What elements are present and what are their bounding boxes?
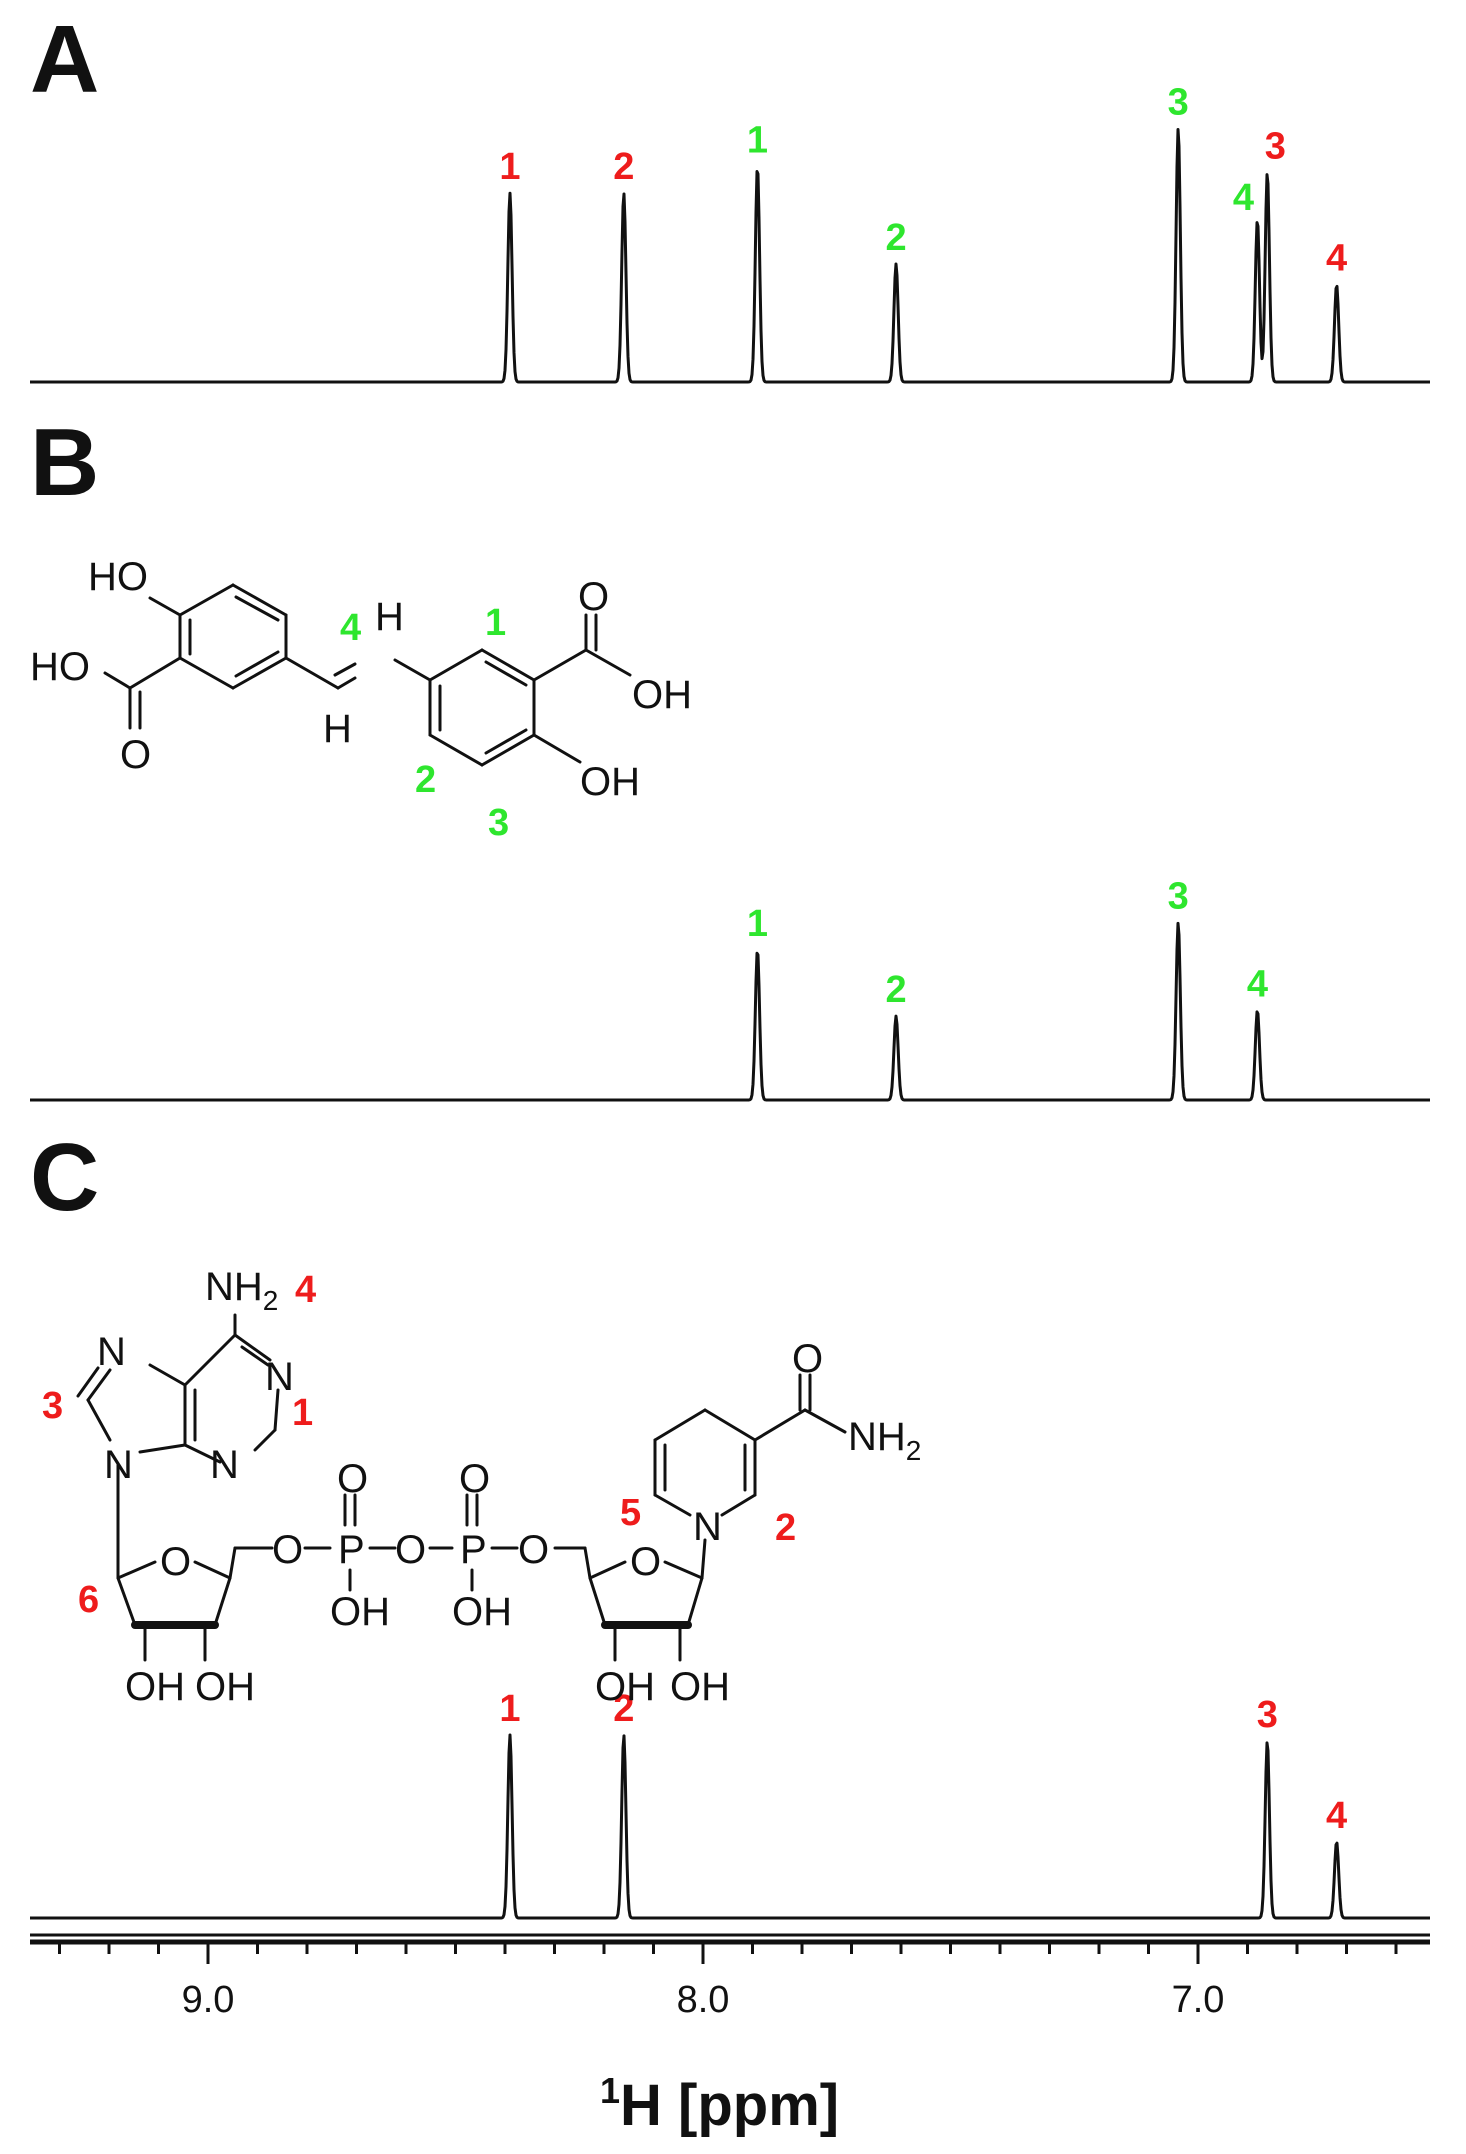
- atom-n-pyridine: N: [693, 1505, 722, 1549]
- atom-oh-p1: OH: [330, 1590, 390, 1634]
- struct-c-label-6: 6: [78, 1579, 99, 1621]
- atom-ho-left: HO: [30, 645, 90, 689]
- atom-oh-p2: OH: [452, 1590, 512, 1634]
- structure-c: NH2 N N N N O P O O O P O O OH OH O OH O…: [42, 1265, 921, 1709]
- struct-c-label-3: 3: [42, 1385, 63, 1427]
- atom-o-bridge2: O: [395, 1528, 426, 1572]
- atom-n3: N: [210, 1443, 239, 1487]
- atom-oh-right-2: OH: [595, 1665, 655, 1709]
- atom-ho-top: HO: [88, 555, 148, 599]
- peak-label-a-green-1: 1: [747, 120, 768, 162]
- peak-label-a-green-2: 2: [885, 217, 906, 259]
- peak-label-c-red-1: 1: [499, 1688, 520, 1730]
- peak-label-b-green-1: 1: [747, 903, 768, 945]
- x-axis: 9.08.07.06.0: [30, 1933, 1430, 2021]
- panel-letter-a: A: [30, 6, 99, 113]
- atom-n7: N: [97, 1330, 126, 1374]
- atom-o-p2: O: [459, 1457, 490, 1501]
- atom-nh2-adenine: NH2: [205, 1265, 278, 1316]
- peak-label-b-green-4: 4: [1247, 963, 1268, 1005]
- atom-o-bridge1: O: [272, 1528, 303, 1572]
- spectrum-trace-b: [29, 921, 1431, 1102]
- atom-oh-right: OH: [632, 673, 692, 717]
- atom-o-left: O: [120, 733, 151, 777]
- atom-o-ribose-right: O: [630, 1540, 661, 1584]
- spectrum-trace-a: [29, 127, 1431, 384]
- atom-p2: P: [460, 1528, 487, 1572]
- atom-oh-left-2: OH: [125, 1665, 185, 1709]
- struct-c-label-2: 2: [775, 1507, 796, 1549]
- atom-h-vinyl-top: H: [375, 595, 404, 639]
- atom-oh-bottom: OH: [580, 760, 640, 804]
- struct-c-label-1: 1: [292, 1392, 313, 1434]
- struct-b-label-2: 2: [415, 759, 436, 801]
- atom-n1: N: [265, 1355, 294, 1399]
- struct-c-label-5: 5: [620, 1492, 641, 1534]
- atom-o-amide: O: [792, 1337, 823, 1381]
- peak-label-c-red-2: 2: [613, 1688, 634, 1730]
- atom-o-bridge3: O: [518, 1528, 549, 1572]
- peak-label-a-red-2: 2: [613, 146, 634, 188]
- tick-label-9.0: 9.0: [182, 1979, 235, 2021]
- atom-n9: N: [104, 1443, 133, 1487]
- x-axis-title: 1H [ppm]: [600, 2070, 839, 2138]
- atom-o-right: O: [578, 575, 609, 619]
- atom-oh-right-3: OH: [670, 1665, 730, 1709]
- peak-label-a-red-3: 3: [1265, 126, 1286, 168]
- peak-label-a-red-1: 1: [499, 146, 520, 188]
- tick-label-8.0: 8.0: [677, 1979, 730, 2021]
- atom-p1: P: [338, 1528, 365, 1572]
- panel-letter-b: B: [30, 409, 99, 516]
- peak-label-b-green-3: 3: [1168, 876, 1189, 918]
- peak-label-a-green-3: 3: [1168, 81, 1189, 123]
- atom-o-p1: O: [337, 1457, 368, 1501]
- peak-label-a-red-4: 4: [1326, 238, 1347, 280]
- atom-nh2-amide: NH2: [848, 1415, 921, 1466]
- atom-o-ribose-left: O: [160, 1540, 191, 1584]
- atom-h-vinyl-bottom: H: [323, 707, 352, 751]
- struct-b-label-1: 1: [485, 602, 506, 644]
- peak-label-a-green-4: 4: [1233, 177, 1254, 219]
- spectrum-trace-c: [29, 1733, 1431, 1920]
- atom-oh-left-3: OH: [195, 1665, 255, 1709]
- peak-label-c-red-3: 3: [1257, 1694, 1278, 1736]
- spectrum-traces: [29, 127, 1431, 1920]
- peak-labels: 12123434561234123456: [499, 81, 1347, 1837]
- peak-label-b-green-2: 2: [885, 969, 906, 1011]
- struct-b-label-3: 3: [488, 802, 509, 844]
- peak-label-c-red-4: 4: [1326, 1795, 1347, 1837]
- panel-letter-c: C: [30, 1124, 99, 1231]
- struct-b-label-4: 4: [340, 607, 361, 649]
- tick-label-7.0: 7.0: [1172, 1979, 1225, 2021]
- struct-c-label-4: 4: [295, 1269, 316, 1311]
- structure-b: HO HO O H H O OH OH 4 1 2 3: [30, 555, 692, 844]
